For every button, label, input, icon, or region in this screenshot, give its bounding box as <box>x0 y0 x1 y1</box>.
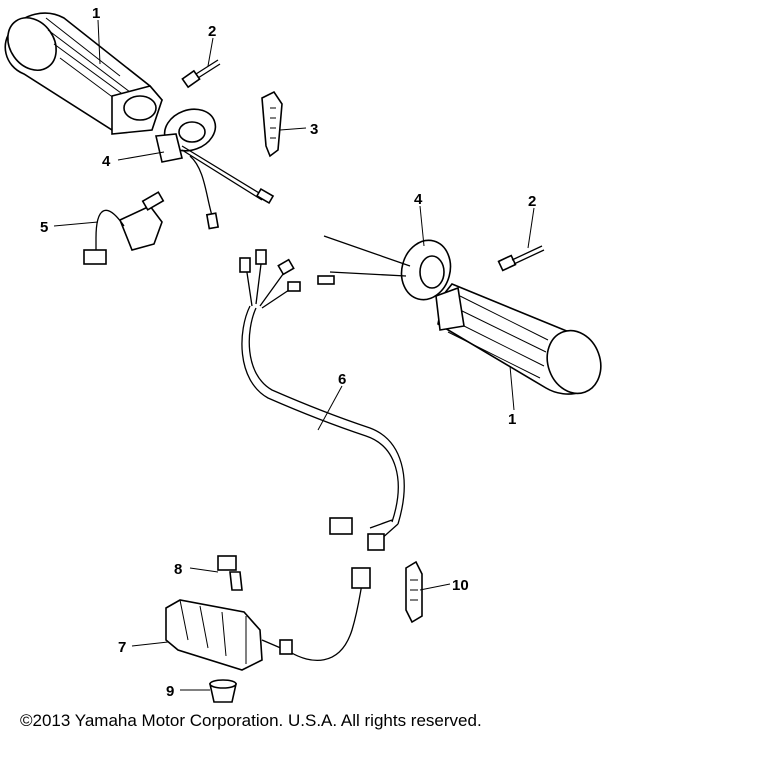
grip-heater-right <box>317 235 452 301</box>
screw-upper <box>181 59 221 89</box>
right-handle-grip <box>435 283 602 395</box>
callout-4-left-heater: 4 <box>102 153 111 170</box>
cable-tie-upper <box>261 90 283 158</box>
callout-10-cable-tie: 10 <box>452 577 469 594</box>
cable-tie-lower <box>405 560 423 624</box>
controller-unit <box>165 567 371 671</box>
callout-8-bolt: 8 <box>174 561 182 578</box>
bolt <box>217 555 243 591</box>
callout-5-switch: 5 <box>40 219 48 236</box>
callout-6-wire-harness: 6 <box>338 371 346 388</box>
wire-harness <box>239 249 405 551</box>
callout-2-right-screw: 2 <box>528 193 536 210</box>
callout-4-right-heater: 4 <box>414 191 423 208</box>
callout-1-right-grip: 1 <box>508 411 516 428</box>
left-handle-grip <box>4 12 163 135</box>
callout-1-left-grip: 1 <box>92 5 100 22</box>
heater-switch <box>83 191 165 265</box>
grip-heater-left <box>155 108 275 230</box>
leader-lines <box>53 19 535 691</box>
screw-right <box>497 245 545 272</box>
callout-labels: 1 2 3 4 5 4 2 6 1 8 10 7 9 <box>40 5 536 700</box>
callout-2-upper-screw: 2 <box>208 23 216 40</box>
callout-9-grommet: 9 <box>166 683 174 700</box>
copyright-notice: ©2013 Yamaha Motor Corporation. U.S.A. A… <box>20 711 482 730</box>
callout-7-controller: 7 <box>118 639 126 656</box>
grommet <box>209 679 237 703</box>
callout-3-cable-tie: 3 <box>310 121 318 138</box>
